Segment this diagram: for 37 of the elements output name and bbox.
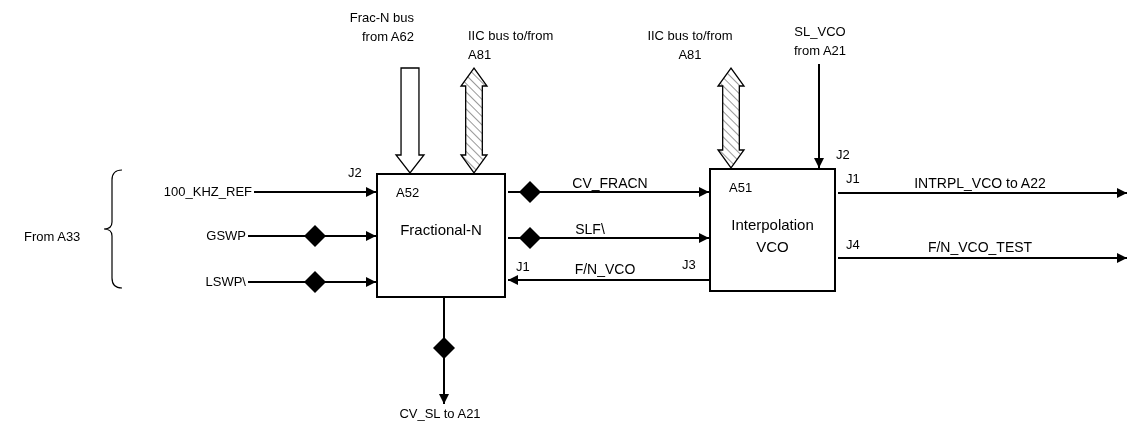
- bus-arrow: [716, 66, 746, 170]
- module-name: Fractional-N: [400, 221, 482, 238]
- module-box: A52 Fractional-N: [376, 173, 506, 298]
- edge-label: CV_FRACN: [571, 174, 649, 192]
- arrow: [247, 277, 377, 287]
- arrow: [247, 231, 377, 241]
- signal-label: 100_KHZ_REF: [120, 182, 252, 202]
- arrow: [507, 187, 710, 197]
- signal-label: IIC bus to/from A81: [646, 26, 734, 66]
- hollow-arrow: [394, 67, 426, 175]
- bus-arrow: [459, 66, 489, 175]
- edge-label: SLF\: [574, 220, 606, 238]
- connector-label: J1: [846, 170, 860, 188]
- source-label: From A33: [24, 228, 81, 246]
- arrow: [507, 233, 710, 243]
- signal-label: IIC bus to/from A81: [468, 26, 556, 66]
- arrow: [253, 187, 377, 197]
- arrow: [507, 275, 710, 285]
- signal-label: Frac-N bus from A62: [348, 8, 414, 66]
- signal-label: GSWP: [160, 226, 246, 246]
- arrow: [837, 253, 1128, 263]
- arrow: [814, 63, 824, 169]
- edge-label: F/N_VCO_TEST: [926, 238, 1034, 256]
- connector-label: J3: [682, 256, 696, 274]
- connector-label: J4: [846, 236, 860, 254]
- edge-label: F/N_VCO: [573, 260, 637, 278]
- connector-label: J2: [348, 164, 362, 182]
- module-box: A51 Interpolation VCO: [709, 168, 836, 292]
- connector-label: J1: [516, 258, 530, 276]
- signal-label: LSWP\: [160, 272, 246, 292]
- signal-label: CV_SL to A21: [372, 404, 508, 426]
- connector-label: J2: [836, 146, 850, 164]
- edge-label: INTRPL_VCO to A22: [913, 174, 1047, 192]
- module-name: Interpolation VCO: [731, 216, 814, 255]
- arrow: [439, 297, 449, 405]
- arrow: [837, 188, 1128, 198]
- signal-label: SL_VCO from A21: [780, 22, 860, 62]
